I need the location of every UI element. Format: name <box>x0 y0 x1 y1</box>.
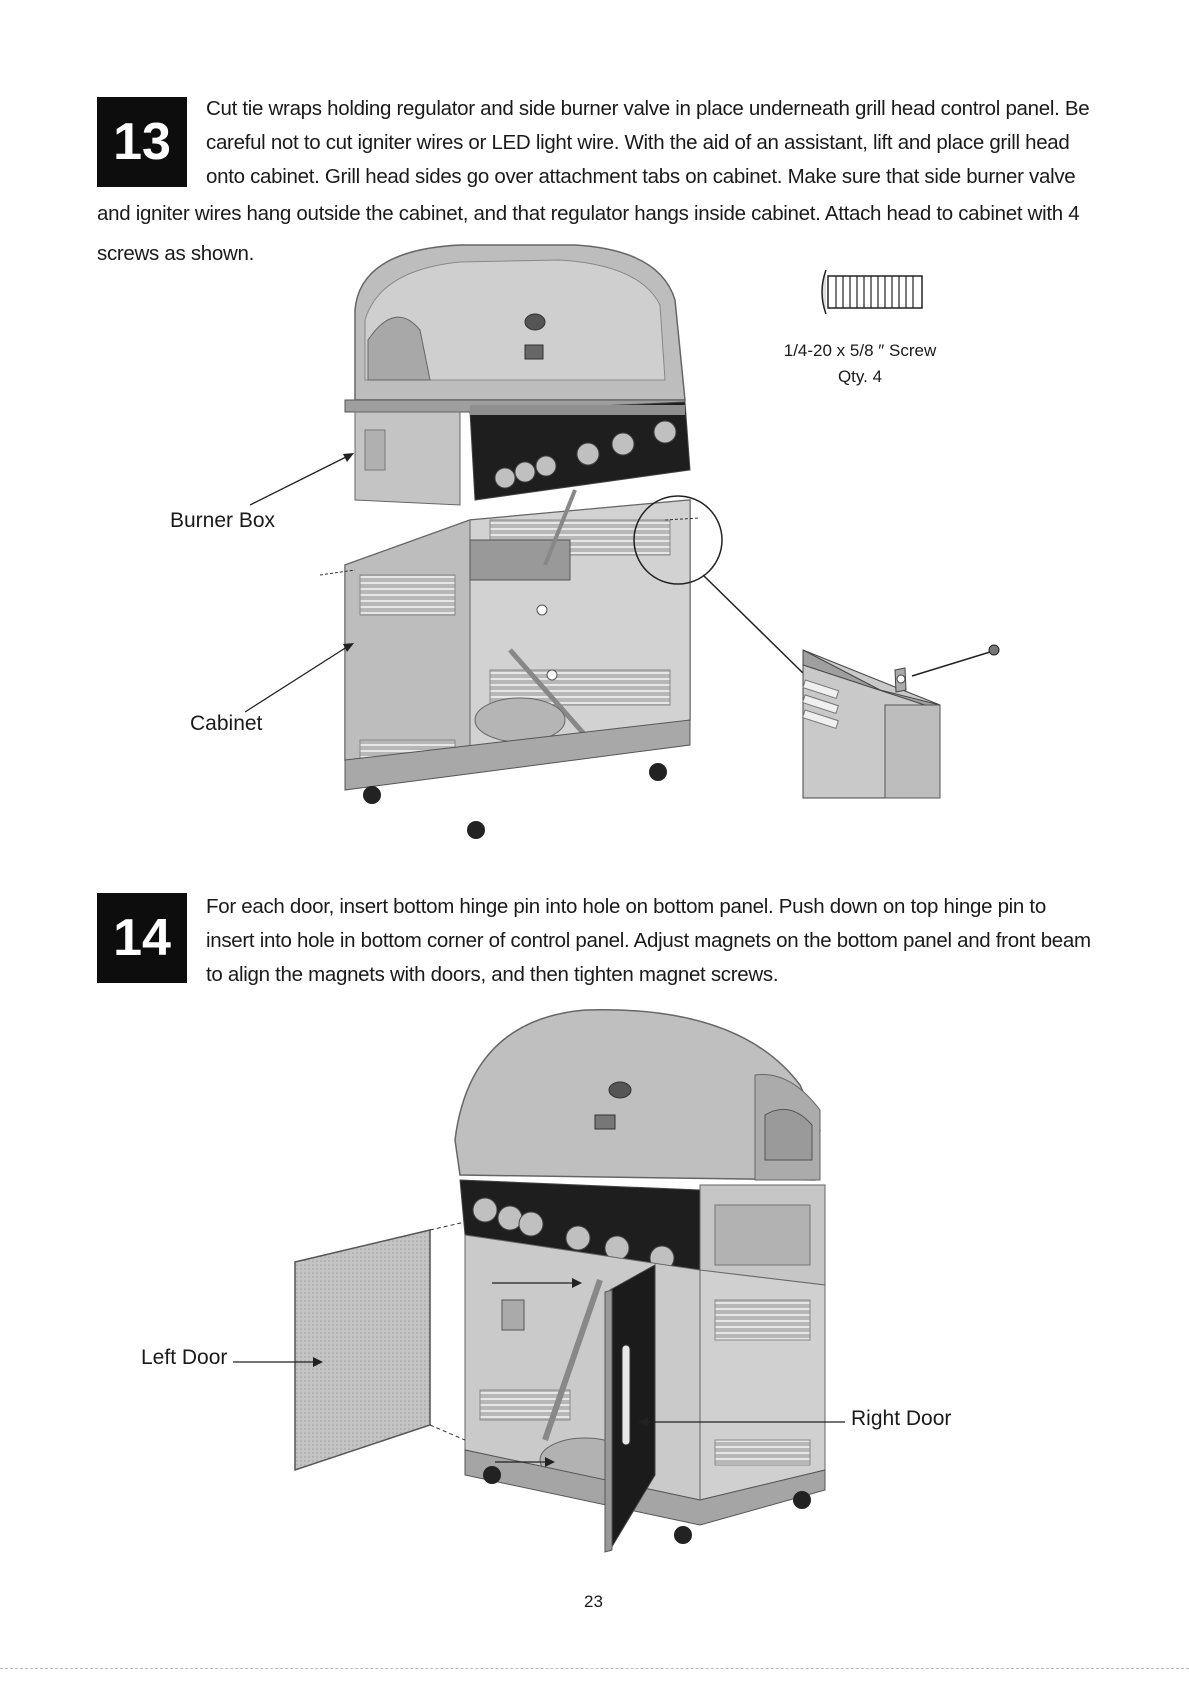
step-14-line-2: insert into hole in bottom corner of con… <box>206 929 1091 952</box>
assembled-grill-drawing <box>454 1008 826 1553</box>
step-13-line-4: and igniter wires hang outside the cabin… <box>97 202 1080 225</box>
cabinet-drawing <box>344 489 691 839</box>
step-14-line-3: to align the magnets with doors, and the… <box>206 963 779 986</box>
step-13-illustration <box>244 244 1000 839</box>
right-door-label: Right Door <box>851 1407 952 1430</box>
step-13-line-5: screws as shown. <box>97 242 254 265</box>
page-bottom-rule <box>0 1668 1189 1669</box>
left-door-drawing <box>294 1229 431 1472</box>
step-14-badge: 14 <box>97 893 187 983</box>
step-13-line-2: careful not to cut igniter wires or LED … <box>206 131 1070 154</box>
screw-detail-inset <box>801 644 1000 799</box>
cabinet-label: Cabinet <box>190 712 263 735</box>
grill-head-drawing <box>344 244 691 506</box>
screw-spec-label: 1/4-20 x 5/8 ″ Screw <box>783 341 937 360</box>
page-number: 23 <box>584 1592 603 1611</box>
burner-box-label: Burner Box <box>170 509 276 532</box>
screw-icon <box>821 269 923 315</box>
left-door-label: Left Door <box>141 1346 228 1369</box>
screw-qty-label: Qty. 4 <box>837 367 883 386</box>
step-13-line-3: onto cabinet. Grill head sides go over a… <box>206 165 1076 188</box>
step-13-badge: 13 <box>97 97 187 187</box>
step-13-line-1: Cut tie wraps holding regulator and side… <box>206 97 1090 120</box>
step-14-line-1: For each door, insert bottom hinge pin i… <box>206 895 1046 918</box>
